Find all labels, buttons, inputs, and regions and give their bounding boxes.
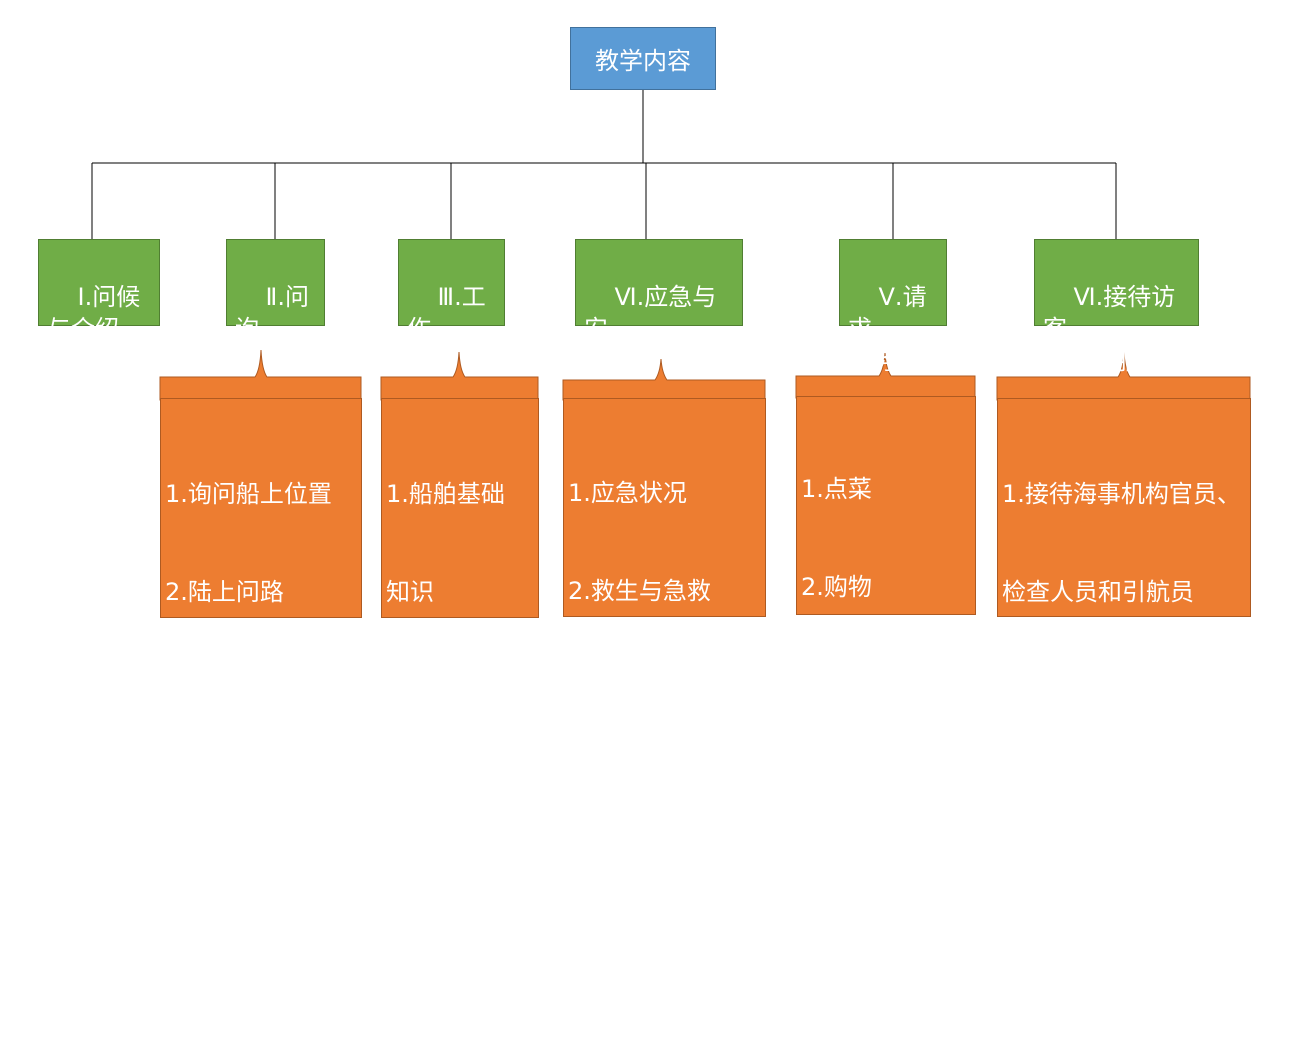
detail-list-3: 1.船舶基础 知识 2.甲板工作 3.机舱工作 4.基本安全 知识 <box>381 398 539 996</box>
detail-item: 5.酒店住宿 <box>1002 967 1121 996</box>
detail-item: 知识 <box>386 967 434 996</box>
teaching-content-diagram: 教学内容 Ⅰ.问候 与介绍 Ⅱ.问询 Ⅲ.工作 Ⅵ.应急与安 全基础 Ⅴ.请求 … <box>38 27 1251 996</box>
root-label: 教学内容 <box>595 47 691 75</box>
detail-item: 4.基本安全 <box>386 870 505 898</box>
category-label: Ⅲ.工作 <box>407 283 486 343</box>
detail-item: 量和质量 <box>165 967 261 996</box>
callout-tab-4 <box>562 358 766 401</box>
callout-tab-3 <box>380 351 539 401</box>
detail-item: 2.购物 <box>801 572 872 601</box>
category-node-4: Ⅵ.应急与安 全基础 <box>575 239 743 375</box>
detail-item: 3.状况、用药和 <box>568 674 735 702</box>
detail-item: 2.甲板工作 <box>386 675 505 703</box>
detail-item: 5.在海关 <box>801 865 896 893</box>
detail-item: 4.防火和灭火 <box>568 869 711 897</box>
category-label: Ⅴ.请求 服务 <box>848 283 927 375</box>
detail-list-6: 1.接待海事机构官员、 检查人员和引航员 2.食品描述 3.膳食服务 4.娱乐与… <box>997 398 1251 996</box>
detail-item: 治疗 <box>568 771 616 800</box>
category-label: Ⅵ.接待访客 和提供服务 <box>1043 283 1176 375</box>
detail-item: 4.在邮局 <box>801 767 896 796</box>
detail-item: 3.机舱工作 <box>386 772 505 801</box>
detail-item: 知识 <box>386 577 434 606</box>
detail-item: 1.询问船上位置 <box>165 480 332 508</box>
detail-item: 3.膳食服务 <box>1002 772 1121 801</box>
category-node-1: Ⅰ.问候 与介绍 <box>38 239 160 343</box>
category-label: Ⅵ.应急与安 全基础 <box>584 283 717 375</box>
category-label: Ⅱ.问询 <box>235 283 309 343</box>
detail-list-5: 1.点菜 2.购物 3.在银行 4.在邮局 5.在海关 6.在机场 <box>796 396 976 991</box>
category-node-2: Ⅱ.问询 <box>226 239 325 343</box>
connector-layer <box>91 90 1251 401</box>
detail-item: 2.救生与急救 <box>568 576 711 605</box>
detail-item: 4.娱乐与休闲 <box>1002 870 1145 898</box>
detail-item: 1.船舶基础 <box>386 480 505 508</box>
category-node-5: Ⅴ.请求 服务 <box>839 239 947 375</box>
detail-item: 6.在机场 <box>801 962 896 991</box>
root-node: 教学内容 <box>570 27 716 90</box>
detail-item: 期和天气 <box>165 772 261 801</box>
callout-tab-2 <box>159 349 362 401</box>
detail-item: 2.食品描述 <box>1002 675 1121 703</box>
callout-tab-5 <box>795 352 976 399</box>
detail-item: 1.应急状况 <box>568 479 687 507</box>
callout-tab-6 <box>996 351 1251 401</box>
category-label: Ⅰ.问候 与介绍 <box>47 283 141 343</box>
category-node-6: Ⅵ.接待访客 和提供服务 <box>1034 239 1199 375</box>
detail-item: 2.陆上问路 <box>165 577 284 606</box>
detail-item: 3.询问时间、日 <box>165 675 332 703</box>
detail-item: 1.接待海事机构官员、 <box>1002 480 1241 508</box>
detail-item: 3.在银行 <box>801 670 896 698</box>
category-node-3: Ⅲ.工作 <box>398 239 505 343</box>
detail-list-2: 1.询问船上位置 2.陆上问路 3.询问时间、日 期和天气 4.询问价格、数 量… <box>160 398 362 996</box>
detail-item: 检查人员和引航员 <box>1002 577 1194 606</box>
detail-item: 5.客船安全指示 <box>568 966 735 995</box>
detail-item: 4.询问价格、数 <box>165 870 332 898</box>
detail-list-4: 1.应急状况 2.救生与急救 3.状况、用药和 治疗 4.防火和灭火 5.客船安… <box>563 398 766 995</box>
detail-item: 1.点菜 <box>801 475 872 503</box>
